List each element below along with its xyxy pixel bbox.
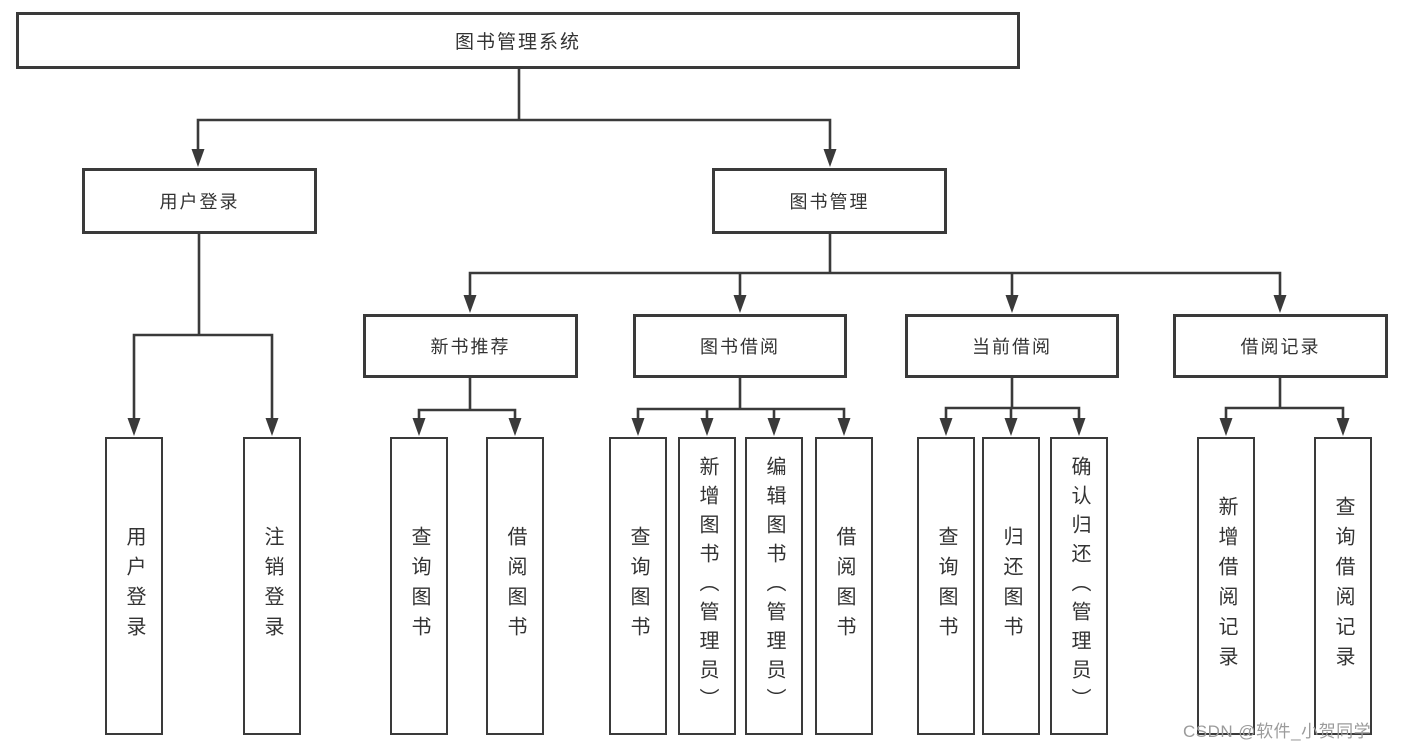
watermark: CSDN @软件_小贺同学 xyxy=(1183,722,1372,741)
leaf-confirm-return-admin: 确认归还（管理员） xyxy=(1050,437,1108,735)
arrowhead-icon xyxy=(823,149,837,167)
arrowhead-icon xyxy=(1004,418,1018,436)
arrowhead-icon xyxy=(700,418,714,436)
arrowhead-icon xyxy=(1273,295,1287,313)
arrowhead-icon xyxy=(463,295,477,313)
leaf-edit-book-admin: 编辑图书（管理员） xyxy=(745,437,803,735)
arrowhead-icon xyxy=(1072,418,1086,436)
connector-path xyxy=(132,66,1345,423)
leaf-query-books-recommend: 查询图书 xyxy=(390,437,448,735)
arrowhead-icon xyxy=(631,418,645,436)
arrowhead-icon xyxy=(733,295,747,313)
leaf-logout: 注销登录 xyxy=(243,437,301,735)
leaf-add-borrow-record: 新增借阅记录 xyxy=(1197,437,1255,735)
node-borrowing-records: 借阅记录 xyxy=(1173,314,1388,378)
arrowhead-icon xyxy=(767,418,781,436)
leaf-query-books-current: 查询图书 xyxy=(917,437,975,735)
node-user-login-branch: 用户登录 xyxy=(82,168,317,234)
leaf-add-book-admin: 新增图书（管理员） xyxy=(678,437,736,735)
node-current-borrowing: 当前借阅 xyxy=(905,314,1119,378)
arrowhead-icon xyxy=(837,418,851,436)
leaf-borrow-books: 借阅图书 xyxy=(815,437,873,735)
arrowhead-icon xyxy=(1336,418,1350,436)
node-new-book-recommend: 新书推荐 xyxy=(363,314,578,378)
node-root: 图书管理系统 xyxy=(16,12,1020,69)
arrowhead-icon xyxy=(412,418,426,436)
arrowhead-icon xyxy=(939,418,953,436)
arrowhead-icon xyxy=(1005,295,1019,313)
node-book-management-branch: 图书管理 xyxy=(712,168,947,234)
leaf-user-login: 用户登录 xyxy=(105,437,163,735)
arrowhead-icon xyxy=(191,149,205,167)
arrowhead-icon xyxy=(508,418,522,436)
leaf-query-borrow-record: 查询借阅记录 xyxy=(1314,437,1372,735)
leaf-query-books-borrow: 查询图书 xyxy=(609,437,667,735)
leaf-return-book: 归还图书 xyxy=(982,437,1040,735)
arrowhead-icon xyxy=(1219,418,1233,436)
leaf-borrow-books-recommend: 借阅图书 xyxy=(486,437,544,735)
arrowhead-icon xyxy=(265,418,279,436)
arrowhead-icon xyxy=(127,418,141,436)
node-book-borrowing: 图书借阅 xyxy=(633,314,847,378)
